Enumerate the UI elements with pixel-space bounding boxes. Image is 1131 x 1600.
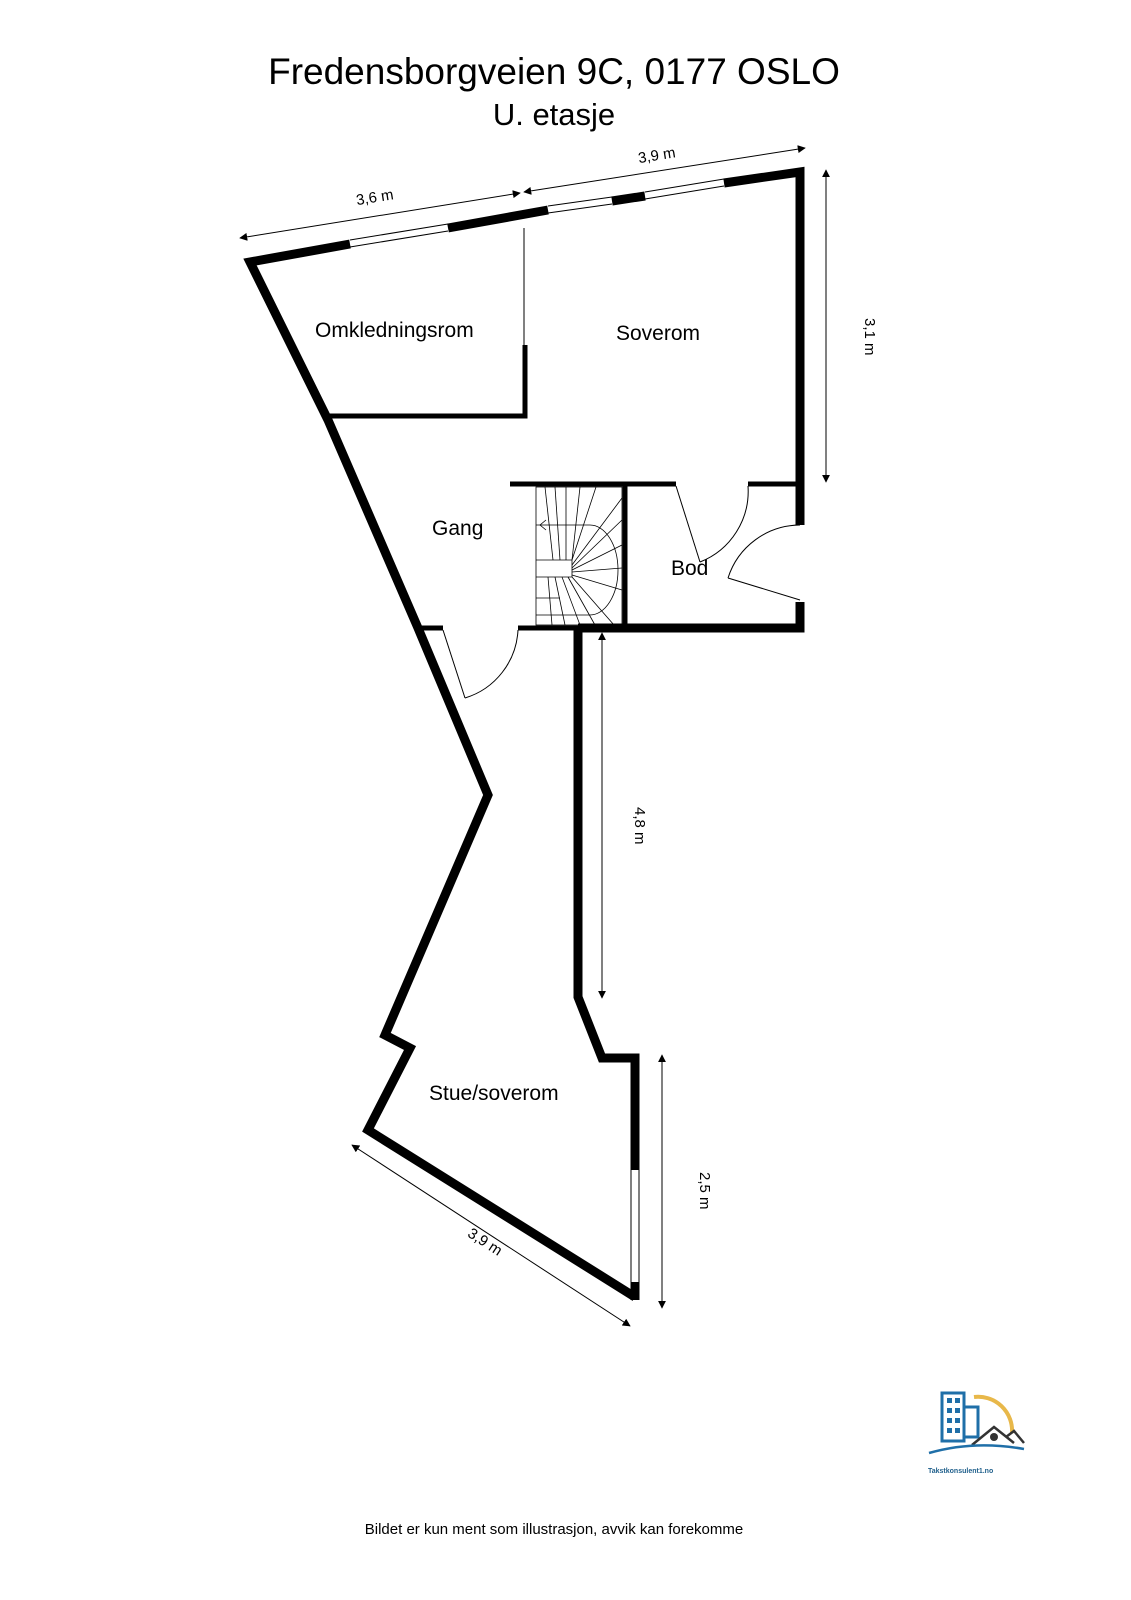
- dim-right-lower: 2,5 m: [696, 1172, 713, 1210]
- company-logo: Takstkonsulent1.no: [928, 1391, 1025, 1475]
- dimension-lines: [239, 145, 830, 1327]
- floor-label: U. etasje: [492, 97, 616, 132]
- plan-title: Fredensborgveien 9C, 0177 OSLO: [268, 51, 840, 92]
- room-label-omkledningsrom: Omkledningsrom: [315, 319, 474, 342]
- dim-bottom: 3,9 m: [464, 1225, 505, 1260]
- room-label-bod: Bod: [671, 557, 708, 580]
- dim-middle: 4,8 m: [631, 807, 648, 845]
- roof-icon: [971, 1425, 1025, 1446]
- exterior-walls: [243, 166, 805, 1301]
- room-label-stue-soverom: Stue/soverom: [429, 1082, 559, 1105]
- building-icon: [940, 1391, 980, 1443]
- doors: [442, 485, 801, 699]
- room-label-gang: Gang: [432, 517, 483, 540]
- wave-icon: [928, 1444, 1025, 1455]
- dim-top-left: 3,6 m: [355, 186, 395, 209]
- sun-icon: [973, 1394, 1015, 1434]
- interior-walls: [328, 228, 800, 631]
- dim-top-right: 3,9 m: [637, 144, 677, 167]
- room-label-soverom: Soverom: [616, 322, 700, 345]
- staircase: [535, 486, 623, 626]
- dim-right-upper: 3,1 m: [861, 318, 878, 356]
- disclaimer: Bildet er kun ment som illustrasjon, avv…: [364, 1521, 744, 1538]
- logo-text: Takstkonsulent1.no: [928, 1468, 993, 1475]
